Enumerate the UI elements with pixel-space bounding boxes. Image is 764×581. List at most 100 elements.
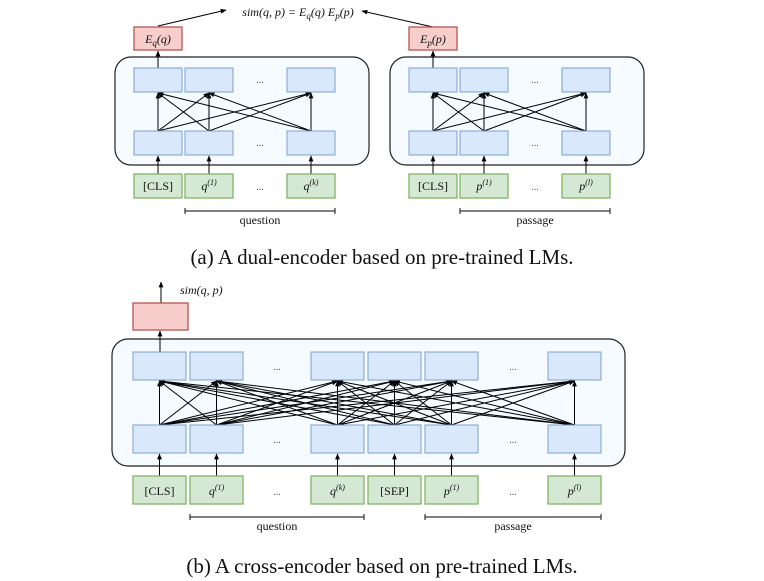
input-token-label: [CLS] xyxy=(143,179,173,193)
caption-cross-encoder: (b) A cross-encoder based on pre-trained… xyxy=(186,554,577,578)
span-label: passage xyxy=(494,519,531,533)
top-hidden-state xyxy=(547,351,602,381)
input-token-box xyxy=(133,173,183,199)
input-token-box xyxy=(424,475,479,505)
top-hidden-state xyxy=(310,351,365,381)
top-hidden-state xyxy=(561,67,611,93)
input-token-box xyxy=(189,475,244,505)
bottom-hidden-state xyxy=(133,130,183,156)
output-box xyxy=(133,26,183,51)
input-token-box xyxy=(367,475,422,505)
caption-dual-encoder: (a) A dual-encoder based on pre-trained … xyxy=(190,245,573,269)
attention-edge xyxy=(158,379,338,426)
input-token-box xyxy=(184,173,234,199)
input-token-label: [CLS] xyxy=(145,484,175,498)
ellipsis: ... xyxy=(256,182,264,193)
cross-encoder-diagram: sim(q, p) [CLS] q(1) q(k) [SEP] p(1) p(l).....… xyxy=(111,281,626,533)
attention-edge xyxy=(215,379,452,426)
top-hidden-state xyxy=(189,351,244,381)
attention-edge xyxy=(450,380,575,426)
ellipsis: ... xyxy=(273,487,281,498)
input-token-label: p(l) xyxy=(567,483,582,498)
question-span: question xyxy=(189,514,365,533)
attention-edge xyxy=(159,380,217,426)
ellipsis: ... xyxy=(256,75,264,86)
bottom-hidden-state xyxy=(408,130,458,156)
ellipsis: ... xyxy=(256,138,264,149)
input-token-box xyxy=(310,475,365,505)
bottom-hidden-state xyxy=(367,424,422,454)
attention-edge xyxy=(483,92,587,132)
input-token-label: p(1) xyxy=(443,483,460,498)
input-token-box xyxy=(408,173,458,199)
similarity-output-label: sim(q, p) xyxy=(180,283,223,297)
ellipsis: ... xyxy=(509,362,517,373)
arrow-to-similarity-left xyxy=(157,8,227,27)
ellipsis: ... xyxy=(531,75,539,86)
bottom-hidden-state xyxy=(561,130,611,156)
top-hidden-state xyxy=(459,67,509,93)
top-hidden-state xyxy=(408,67,458,93)
attention-edge xyxy=(393,379,575,426)
top-hidden-state xyxy=(424,351,479,381)
ellipsis: ... xyxy=(509,487,517,498)
input-token-box xyxy=(547,475,602,505)
span-label: question xyxy=(240,213,281,227)
ellipsis: ... xyxy=(509,435,517,446)
top-hidden-state xyxy=(286,67,336,93)
passage-encoder: Ep(p) [CLS] p(1) p(l)......... passage xyxy=(389,26,645,227)
ellipsis: ... xyxy=(531,138,539,149)
input-token-label: q(1) xyxy=(209,483,225,498)
ellipsis: ... xyxy=(273,362,281,373)
input-token-box xyxy=(459,173,509,199)
output-box xyxy=(408,26,458,51)
passage-span: passage xyxy=(424,514,602,533)
score-head-box xyxy=(132,302,189,331)
output-label: Ep(p) xyxy=(419,32,446,48)
input-token-label: p(l) xyxy=(578,178,593,193)
attention-edge xyxy=(157,91,312,132)
bottom-hidden-state xyxy=(424,424,479,454)
input-token-box xyxy=(561,173,611,199)
attention-edge xyxy=(394,380,452,426)
input-token-box xyxy=(132,475,187,505)
bottom-hidden-state xyxy=(189,424,244,454)
bottom-hidden-state xyxy=(132,424,187,454)
span-label: passage xyxy=(516,213,553,227)
input-token-label: q(k) xyxy=(304,178,319,193)
input-token-box xyxy=(286,173,336,199)
attention-edge xyxy=(215,379,575,426)
attention-edge xyxy=(157,92,210,132)
input-token-label: [CLS] xyxy=(418,179,448,193)
attention-edge xyxy=(158,379,452,426)
bottom-hidden-state xyxy=(547,424,602,454)
ellipsis: ... xyxy=(273,435,281,446)
passage-span: passage xyxy=(459,208,611,227)
top-hidden-state xyxy=(132,351,187,381)
dual-encoder-diagram: sim(q, p) = Eq(q) Ep(p) Eq(q) [CLS] q(1) q(… xyxy=(114,5,645,269)
top-hidden-state xyxy=(367,351,422,381)
input-token-label: q(1) xyxy=(201,178,217,193)
ellipsis: ... xyxy=(531,182,539,193)
question-encoder: Eq(q) [CLS] q(1) q(k)......... question xyxy=(114,26,370,227)
question-embedding-output: Eq(q) xyxy=(133,26,183,51)
attention-edge xyxy=(158,379,575,426)
arrow-to-similarity-right xyxy=(361,9,434,28)
top-hidden-state xyxy=(133,67,183,93)
output-label: Eq(q) xyxy=(144,32,171,48)
bottom-hidden-state xyxy=(459,130,509,156)
question-span: question xyxy=(184,208,336,227)
span-label: question xyxy=(257,519,298,533)
similarity-formula: sim(q, p) = Eq(q) Ep(p) xyxy=(242,5,353,21)
input-token-label: p(1) xyxy=(475,178,492,193)
attention-edge xyxy=(432,92,485,132)
passage-embedding-output: Ep(p) xyxy=(408,26,458,51)
bottom-hidden-state xyxy=(310,424,365,454)
input-token-label: [SEP] xyxy=(380,484,409,498)
bottom-hidden-state xyxy=(286,130,336,156)
bottom-hidden-state xyxy=(184,130,234,156)
attention-edge xyxy=(432,91,587,132)
attention-edge xyxy=(208,92,312,132)
input-token-label: q(k) xyxy=(330,483,345,498)
attention-edge xyxy=(336,379,575,426)
